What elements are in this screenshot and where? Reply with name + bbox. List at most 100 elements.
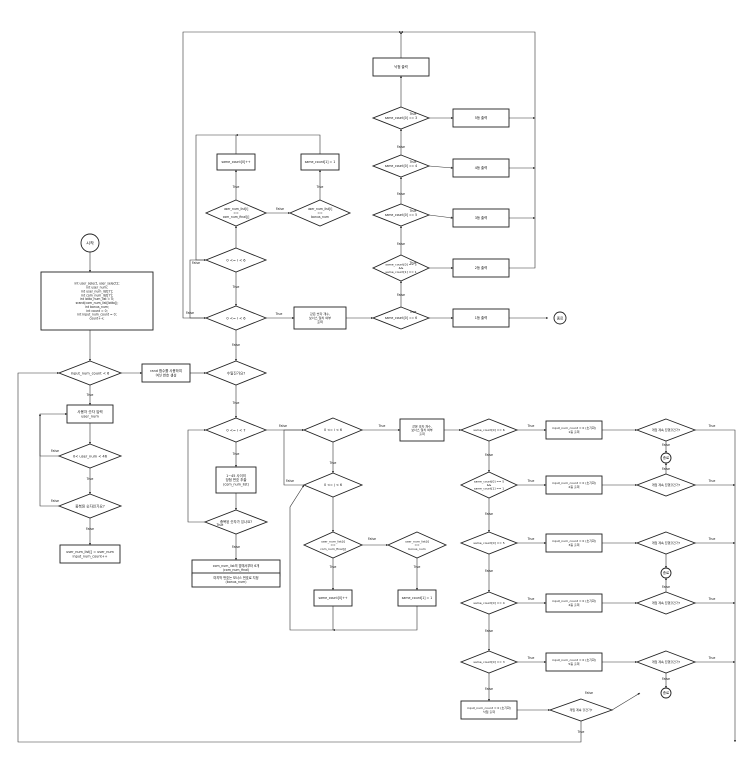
node-text: int bonus_num; (85, 305, 109, 309)
branch-label-false: False (662, 467, 670, 471)
node-t-r5: 5등 출력 (452, 108, 510, 128)
branch-label-false: False (397, 242, 405, 246)
node-text: 1등 출력 (475, 315, 488, 320)
node-text: same_count[0] == 3 (385, 116, 417, 120)
branch-label-true: True (316, 185, 324, 189)
node-text: input_num_count = 0 (초기화) (552, 657, 596, 662)
node-text: 0 <= i < 6 (226, 258, 246, 262)
node-reset1: input_num_count = 0 (초기화)1등 출력 (545, 420, 603, 440)
node-t-end: 종료 (553, 311, 567, 325)
node-same-inc2: same_count[1] = 1 (397, 589, 437, 607)
node-text: int lotto_num_list = 0; (80, 297, 114, 301)
connector (400, 30, 536, 269)
node-text: 게임 계속 진행할건가? (652, 482, 681, 487)
node-text: same_count[0] == 5 (474, 479, 504, 483)
branch-label-false: False (585, 691, 593, 695)
node-text: 종료 (663, 456, 669, 460)
node-text: int user_select, user_select2; (75, 282, 120, 286)
node-text: rand 함수를 사용하여 (150, 368, 182, 373)
node-text: 중복된 숫자가 있나요? (220, 519, 252, 524)
node-cont-fail: 게임 계속 할건가? (548, 698, 614, 722)
node-text: input_num_count = 0 (초기화) (552, 598, 596, 603)
node-loop-j6: 0 <= j < 6 (302, 472, 364, 498)
node-text: 게임 계속 진행할건가? (652, 540, 681, 545)
connector (695, 429, 737, 743)
node-reset3: input_num_count = 0 (초기화)3등 출력 (545, 533, 603, 553)
node-chk-3: same_count[0] == 3 (459, 650, 519, 674)
node-cont4: 게임 계속 진행할건가? (635, 591, 697, 615)
node-loop-i6m: 0 <= i < 6 (204, 305, 268, 331)
node-text: same_count[0] == 4 (385, 164, 417, 168)
branch-label-false: False (232, 545, 240, 549)
branch-label-false: False (485, 687, 493, 691)
branch-label-true: True (409, 209, 417, 213)
node-text: 보너스 일치 여부 (411, 427, 432, 432)
node-text: same_count[0] == 3 (473, 660, 504, 664)
node-init: int user_select, user_select2;int user_n… (40, 271, 154, 331)
branch-label-false: False (232, 343, 240, 347)
flowchart-nodes: 시작 int user_select, user_select2;int user… (40, 57, 697, 722)
node-text: == (317, 211, 323, 215)
node-t-chk5: same_count[0] == 5 (371, 203, 431, 227)
branch-label-true: True (232, 452, 240, 456)
node-loop-i6t: 0 <= i < 6 (204, 247, 268, 273)
branch-label-false: False (485, 569, 493, 573)
branch-label-true: True (378, 424, 386, 428)
node-text: srand(com_num_list[lotto]); (76, 301, 119, 305)
connector-lines (17, 30, 737, 743)
node-text: && (487, 483, 492, 487)
branch-label-true: True (409, 160, 417, 164)
node-text: 출력 (317, 319, 323, 324)
node-reset4: input_num_count = 0 (초기화)4등 출력 (545, 593, 603, 613)
node-text: 0 <= j < 6 (324, 483, 342, 487)
node-text: 시작 (86, 239, 94, 246)
node-text: 0 <= i < 6 (324, 428, 342, 432)
node-chk-5: same_count[0] == 5 (459, 531, 519, 555)
node-dup-check: 중복된 숫자인가요? (57, 493, 123, 519)
node-text: 종료 (663, 571, 669, 575)
node-text: same_count[1] == 1 (385, 270, 416, 274)
branch-label-true: True (527, 537, 535, 541)
node-text: same_count[0] == 5 (385, 262, 416, 266)
branch-label-false: False (485, 629, 493, 633)
node-text: 수일진가요? (227, 370, 246, 375)
branch-label-false: False (86, 527, 94, 531)
node-text: input_num_count = 0 (초기화) (552, 480, 596, 485)
node-text: com_num_list의 앞에서부터 6개 (213, 563, 259, 568)
node-cont3: 게임 계속 진행할건가? (635, 531, 697, 555)
connector (38, 413, 59, 507)
node-text: 1~45 사이의 (226, 473, 246, 478)
node-input-check: input_num_count < 6 (57, 360, 123, 386)
node-chk-6: same_count[0] == 6 (459, 418, 519, 442)
node-text: user_num_list[] = user_num (66, 550, 114, 554)
node-t-chk5b: same_count[0] == 5&&same_count[1] == 1 (371, 254, 431, 282)
node-text: 마지막 번호는 보너스 번호로 지정 (213, 575, 258, 580)
node-end-r2: 종료 (660, 567, 672, 579)
node-text: (com_num_list) (223, 482, 250, 486)
node-t-inc2: same_count[1] = 1 (300, 153, 340, 171)
node-text: same_count[1] = 1 (402, 596, 433, 600)
node-text: input_num_count = 0 (초기화) (552, 538, 596, 543)
node-range-check: 0< user_num < 46 (57, 443, 123, 469)
node-text: 중복된 숫자인가요? (75, 503, 105, 508)
node-text: same_count[0] == 5 (385, 213, 417, 217)
node-end-r1: 종료 (660, 452, 672, 464)
node-same-inc1: same_count[0]++ (313, 589, 353, 607)
branch-label-false: False (368, 537, 376, 541)
branch-label-false: False (397, 145, 405, 149)
branch-label-false: False (192, 261, 200, 265)
branch-label-true: True (409, 112, 417, 116)
node-text: same_count[0]++ (221, 160, 250, 164)
node-end-r3: 종료 (660, 687, 672, 699)
node-text: 게임 계속 진행할건가? (652, 659, 681, 664)
node-text: 게임 계속 진행할건가? (652, 600, 681, 605)
node-text: 사용자 숫자 입력 (77, 409, 102, 414)
branch-label-false: False (397, 293, 405, 297)
branch-label-false: False (286, 479, 294, 483)
node-text: 4등 출력 (475, 165, 488, 170)
connector (289, 484, 334, 631)
node-text: user_num_list[i] (224, 207, 249, 211)
node-loop-i6b: 0 <= i < 6 (302, 417, 364, 443)
